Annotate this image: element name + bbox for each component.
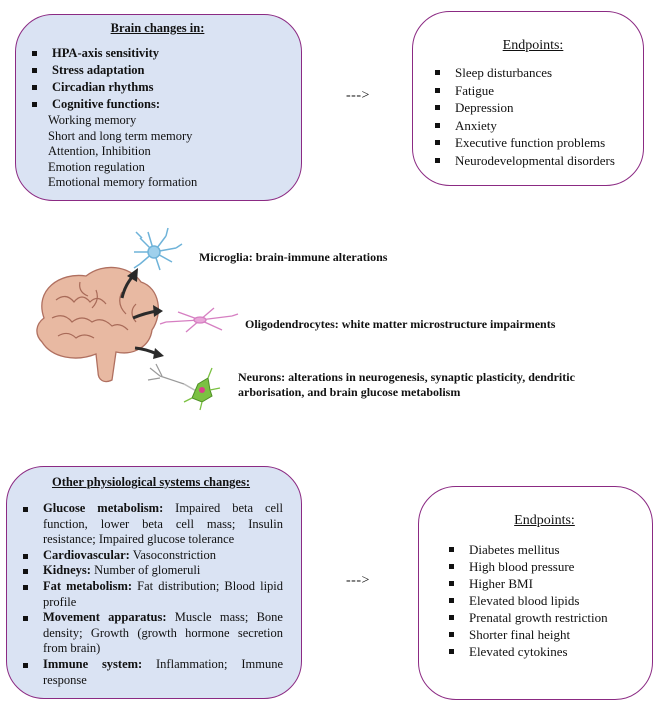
cognitive-sub-item: Short and long term memory xyxy=(48,128,193,143)
arrow-to-neuron xyxy=(134,346,158,356)
cognitive-sub-item: Attention, Inhibition xyxy=(48,144,151,159)
brain-change-item: HPA-axis sensitivity xyxy=(28,45,287,62)
physiological-changes-list: Glucose metabolism: Impaired beta cell f… xyxy=(19,501,283,688)
physiological-item: Cardiovascular: Vasoconstriction xyxy=(19,548,283,564)
endpoint-item: Anxiety xyxy=(431,117,635,135)
brain-change-item: Stress adaptation xyxy=(28,62,287,79)
brain-change-item: Circadian rhythms xyxy=(28,79,287,96)
brain-endpoints-list: Sleep disturbances Fatigue Depression An… xyxy=(431,64,635,169)
endpoint-item: Executive function problems xyxy=(431,134,635,152)
endpoint-item: Higher BMI xyxy=(445,575,644,592)
brain-changes-box: Brain changes in: HPA-axis sensitivity S… xyxy=(15,14,302,201)
cognitive-sub-item: Emotional memory formation xyxy=(48,175,198,190)
physiological-endpoints-list: Diabetes mellitus High blood pressure Hi… xyxy=(445,541,644,660)
physiological-item: Kidneys: Number of glomeruli xyxy=(19,563,283,579)
cognitive-sub-list: Working memory Short and long term memor… xyxy=(28,113,287,191)
endpoint-item: Elevated blood lipids xyxy=(445,592,644,609)
oligodendrocyte-icon xyxy=(159,307,239,333)
endpoint-item: Elevated cytokines xyxy=(445,643,644,660)
brain-endpoints-title: Endpoints: xyxy=(502,38,564,53)
brain-changes-title: Brain changes in: xyxy=(110,21,205,35)
physiological-changes-box: Other physiological systems changes: Glu… xyxy=(6,466,302,699)
oligodendrocytes-label: Oligodendrocytes: white matter microstru… xyxy=(245,317,556,331)
endpoint-item: Diabetes mellitus xyxy=(445,541,644,558)
brain-endpoints-box: Endpoints: Sleep disturbances Fatigue De… xyxy=(412,11,644,186)
physiological-endpoints-box: Endpoints: Diabetes mellitus High blood … xyxy=(418,486,653,700)
physiological-changes-title: Other physiological systems changes: xyxy=(51,475,251,489)
endpoint-item: Prenatal growth restriction xyxy=(445,609,644,626)
arrow-top: ---> xyxy=(346,88,370,103)
neuron-icon xyxy=(147,363,221,411)
microglia-icon xyxy=(133,227,183,271)
endpoint-item: High blood pressure xyxy=(445,558,644,575)
neurons-label-line: Neurons: alterations in neurogenesis, sy… xyxy=(238,370,575,384)
brain-changes-list: HPA-axis sensitivity Stress adaptation C… xyxy=(28,45,287,113)
arrow-bottom: ---> xyxy=(346,573,370,588)
neurons-label: Neurons: alterations in neurogenesis, sy… xyxy=(238,370,575,400)
endpoint-item: Fatigue xyxy=(431,82,635,100)
brain-icon xyxy=(36,266,159,383)
endpoint-item: Sleep disturbances xyxy=(431,64,635,82)
physiological-item: Immune system: Inflammation; Immune resp… xyxy=(19,657,283,688)
cognitive-sub-item: Emotion regulation xyxy=(48,159,145,174)
cognitive-sub-item: Working memory xyxy=(48,113,137,127)
neurons-label-line: arborisation, and brain glucose metaboli… xyxy=(238,385,461,399)
endpoint-item: Neurodevelopmental disorders xyxy=(431,152,635,170)
physiological-item: Fat metabolism: Fat distribution; Blood … xyxy=(19,579,283,610)
microglia-label: Microglia: brain-immune alterations xyxy=(199,250,388,264)
endpoint-item: Shorter final height xyxy=(445,626,644,643)
physiological-endpoints-title: Endpoints: xyxy=(514,513,575,528)
physiological-item: Movement apparatus: Muscle mass; Bone de… xyxy=(19,610,283,657)
endpoint-item: Depression xyxy=(431,99,635,117)
brain-change-item: Cognitive functions: xyxy=(28,96,287,113)
physiological-item: Glucose metabolism: Impaired beta cell f… xyxy=(19,501,283,548)
